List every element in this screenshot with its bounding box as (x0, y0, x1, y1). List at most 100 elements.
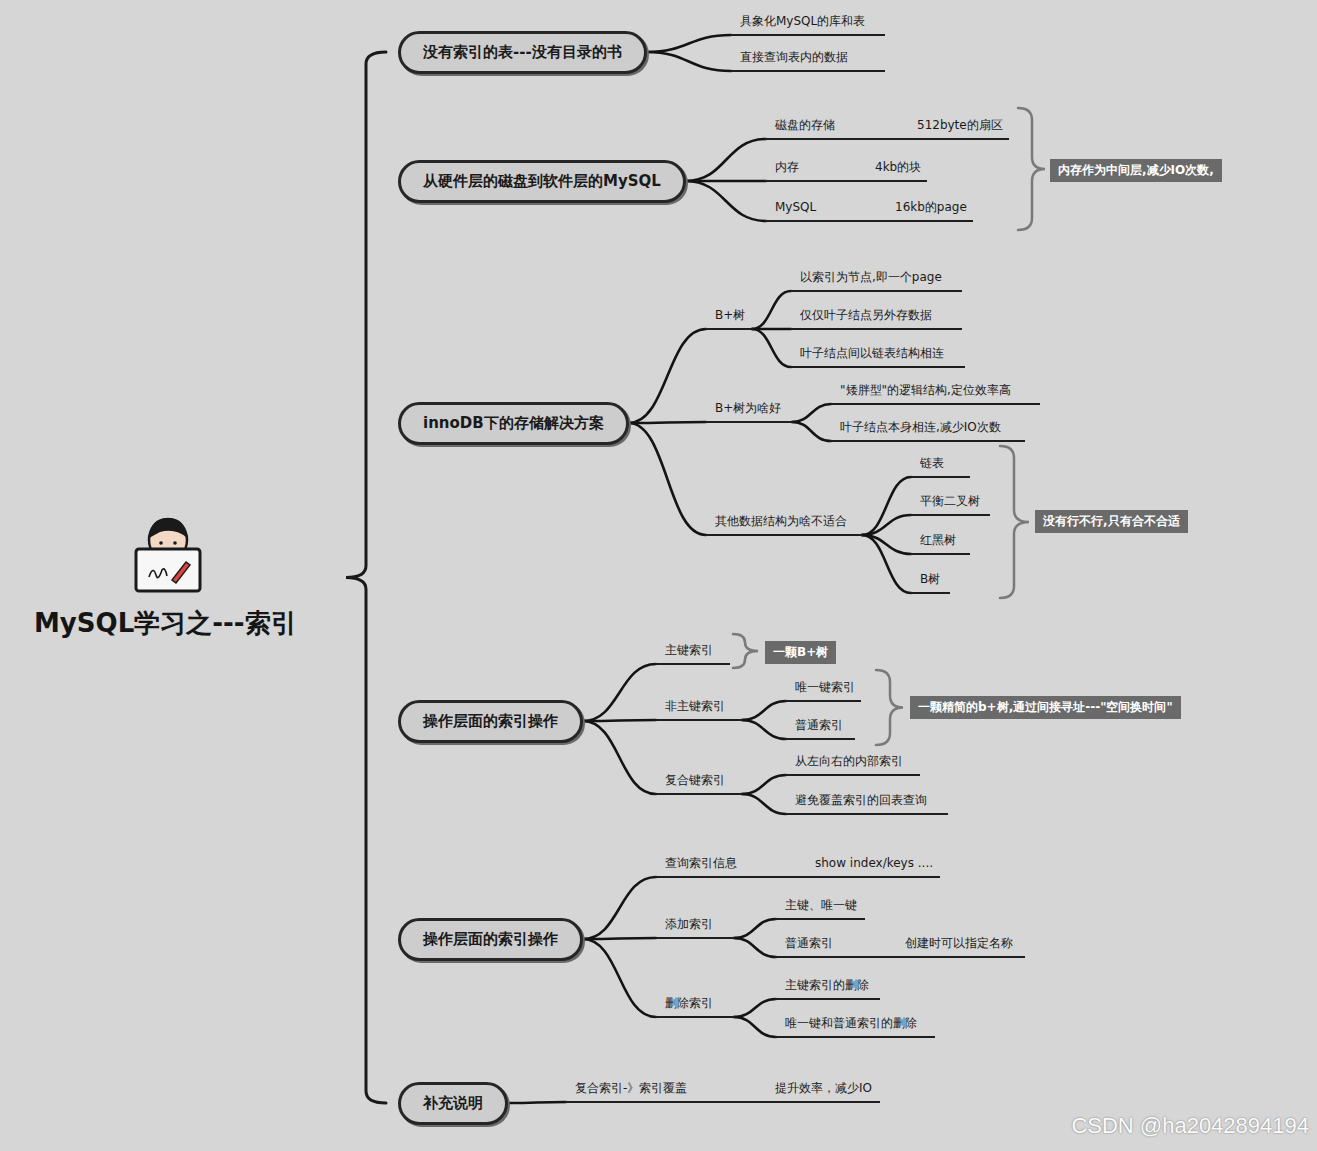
item-text: 主键、唯一键 (785, 897, 857, 914)
branch-item: 平衡二叉树 (910, 493, 990, 516)
branch-item: 仅仅叶子结点另外存数据 (790, 307, 962, 330)
item-text: 创建时可以指定名称 (905, 935, 1013, 952)
branch-line (583, 938, 656, 939)
branch-line (583, 664, 656, 721)
item-text: 删除索引 (665, 995, 713, 1012)
branch-item: B+树 (705, 307, 753, 330)
branch-item: 复合键索引 (655, 772, 743, 795)
branch-line (742, 794, 786, 814)
topic-text: 操作层面的索引操作 (423, 712, 558, 731)
item-text: 具象化MySQL的库和表 (740, 13, 865, 30)
branch-item: 磁盘的存储512byte的扇区 (765, 117, 1009, 140)
bracket (876, 670, 903, 745)
topic-box: innoDB下的存储解决方案 (398, 402, 629, 445)
branch-item: 叶子结点间以链表结构相连 (790, 345, 965, 368)
branch-item: 唯一键和普通索引的删除 (775, 1015, 935, 1038)
branch-line (734, 919, 776, 938)
branch-item: MySQL16kb的page (765, 199, 973, 222)
item-text: 内存 (775, 159, 863, 176)
topic-text: 从硬件层的磁盘到软件层的MySQL (423, 172, 661, 191)
topic-box: 没有索引的表---没有目录的书 (398, 31, 647, 74)
branch-line (686, 139, 766, 181)
map-title: MySQL学习之---索引 (34, 606, 297, 641)
branch-item: B树 (910, 571, 950, 594)
branch-item: 以索引为节点,即一个page (790, 269, 962, 292)
note-text: 一颗精简的b+树,通过间接寻址---"空间换时间" (918, 699, 1173, 716)
branch-item: 从左向右的内部索引 (785, 753, 920, 776)
item-text: 查询索引信息 (665, 855, 803, 872)
branch-line (742, 775, 786, 794)
note-text: 内存作为中间层,减少IO次数, (1058, 162, 1214, 179)
bracket (733, 634, 758, 668)
item-text: B+树为啥好 (715, 400, 781, 417)
item-text: 以索引为节点,即一个page (800, 269, 942, 286)
branch-line (752, 329, 791, 367)
branch-item: "矮胖型"的逻辑结构,定位效率高 (830, 382, 1040, 405)
branch-item: 复合索引-》索引覆盖提升效率，减少IO (565, 1080, 880, 1103)
author-icon (136, 518, 200, 591)
branch-line (583, 877, 656, 939)
item-text: 避免覆盖索引的回表查询 (795, 792, 927, 809)
branch-line (686, 181, 766, 221)
branch-item: 普通索引创建时可以指定名称 (775, 935, 1025, 958)
item-text: 叶子结点间以链表结构相连 (800, 345, 944, 362)
item-text: 主键索引 (665, 642, 713, 659)
branch-line (742, 720, 786, 739)
branch-item: 查询索引信息 show index/keys .... (655, 855, 940, 878)
item-text: 其他数据结构为啥不适合 (715, 513, 847, 530)
item-text: 磁盘的存储 (775, 117, 905, 134)
branch-item: 删除索引 (655, 995, 735, 1018)
branch-line (862, 477, 911, 535)
topic-box: 补充说明 (398, 1082, 508, 1125)
topic-box: 从硬件层的磁盘到软件层的MySQL (398, 160, 686, 203)
item-text: show index/keys .... (815, 856, 933, 870)
branch-item: 避免覆盖索引的回表查询 (785, 792, 948, 815)
item-text: "矮胖型"的逻辑结构,定位效率高 (840, 382, 1011, 399)
bracket (1018, 108, 1045, 230)
branch-item: 其他数据结构为啥不适合 (705, 513, 863, 536)
branch-line (734, 1017, 776, 1037)
item-text: B树 (920, 571, 940, 588)
branch-line (583, 720, 656, 721)
branch-line (583, 721, 656, 794)
branch-item: 主键索引 (655, 642, 730, 665)
watermark: CSDN @ha2042894194 (1071, 1113, 1309, 1139)
branch-line (629, 422, 706, 423)
item-text: 4kb的块 (875, 159, 921, 176)
topic-text: 没有索引的表---没有目录的书 (423, 43, 622, 62)
note-callout: 一颗B+树 (765, 641, 836, 664)
topic-box: 操作层面的索引操作 (398, 700, 583, 743)
item-text: 唯一键和普通索引的删除 (785, 1015, 917, 1032)
topic-text: 补充说明 (423, 1094, 483, 1113)
branch-item: 直接查询表内的数据 (730, 49, 885, 72)
item-text: 唯一键索引 (795, 679, 855, 696)
item-text: 主键索引的删除 (785, 977, 869, 994)
branch-line (647, 52, 731, 71)
branch-item: 叶子结点本身相连,减少IO次数 (830, 419, 1025, 442)
branch-line (629, 329, 706, 423)
item-text: 提升效率，减少IO (775, 1080, 872, 1097)
branch-line (647, 35, 731, 52)
bracket (1000, 446, 1029, 598)
branch-item: 普通索引 (785, 717, 855, 740)
branch-line (742, 701, 786, 720)
item-text: 直接查询表内的数据 (740, 49, 848, 66)
branch-item: 主键、唯一键 (775, 897, 865, 920)
branch-item: 内存 4kb的块 (765, 159, 927, 182)
branch-line (629, 423, 706, 535)
topic-text: 操作层面的索引操作 (423, 930, 558, 949)
branch-item: 主键索引的删除 (775, 977, 880, 1000)
item-text: 仅仅叶子结点另外存数据 (800, 307, 932, 324)
branch-line (862, 515, 911, 535)
item-text: 平衡二叉树 (920, 493, 980, 510)
note-text: 一颗B+树 (773, 644, 828, 661)
item-text: MySQL (775, 200, 883, 214)
item-text: 非主键索引 (665, 698, 725, 715)
item-text: 从左向右的内部索引 (795, 753, 903, 770)
branch-line (862, 535, 911, 593)
note-callout: 一颗精简的b+树,通过间接寻址---"空间换时间" (910, 696, 1181, 719)
item-text: 复合键索引 (665, 772, 725, 789)
branch-item: 红黑树 (910, 532, 970, 555)
branch-line (752, 291, 791, 329)
